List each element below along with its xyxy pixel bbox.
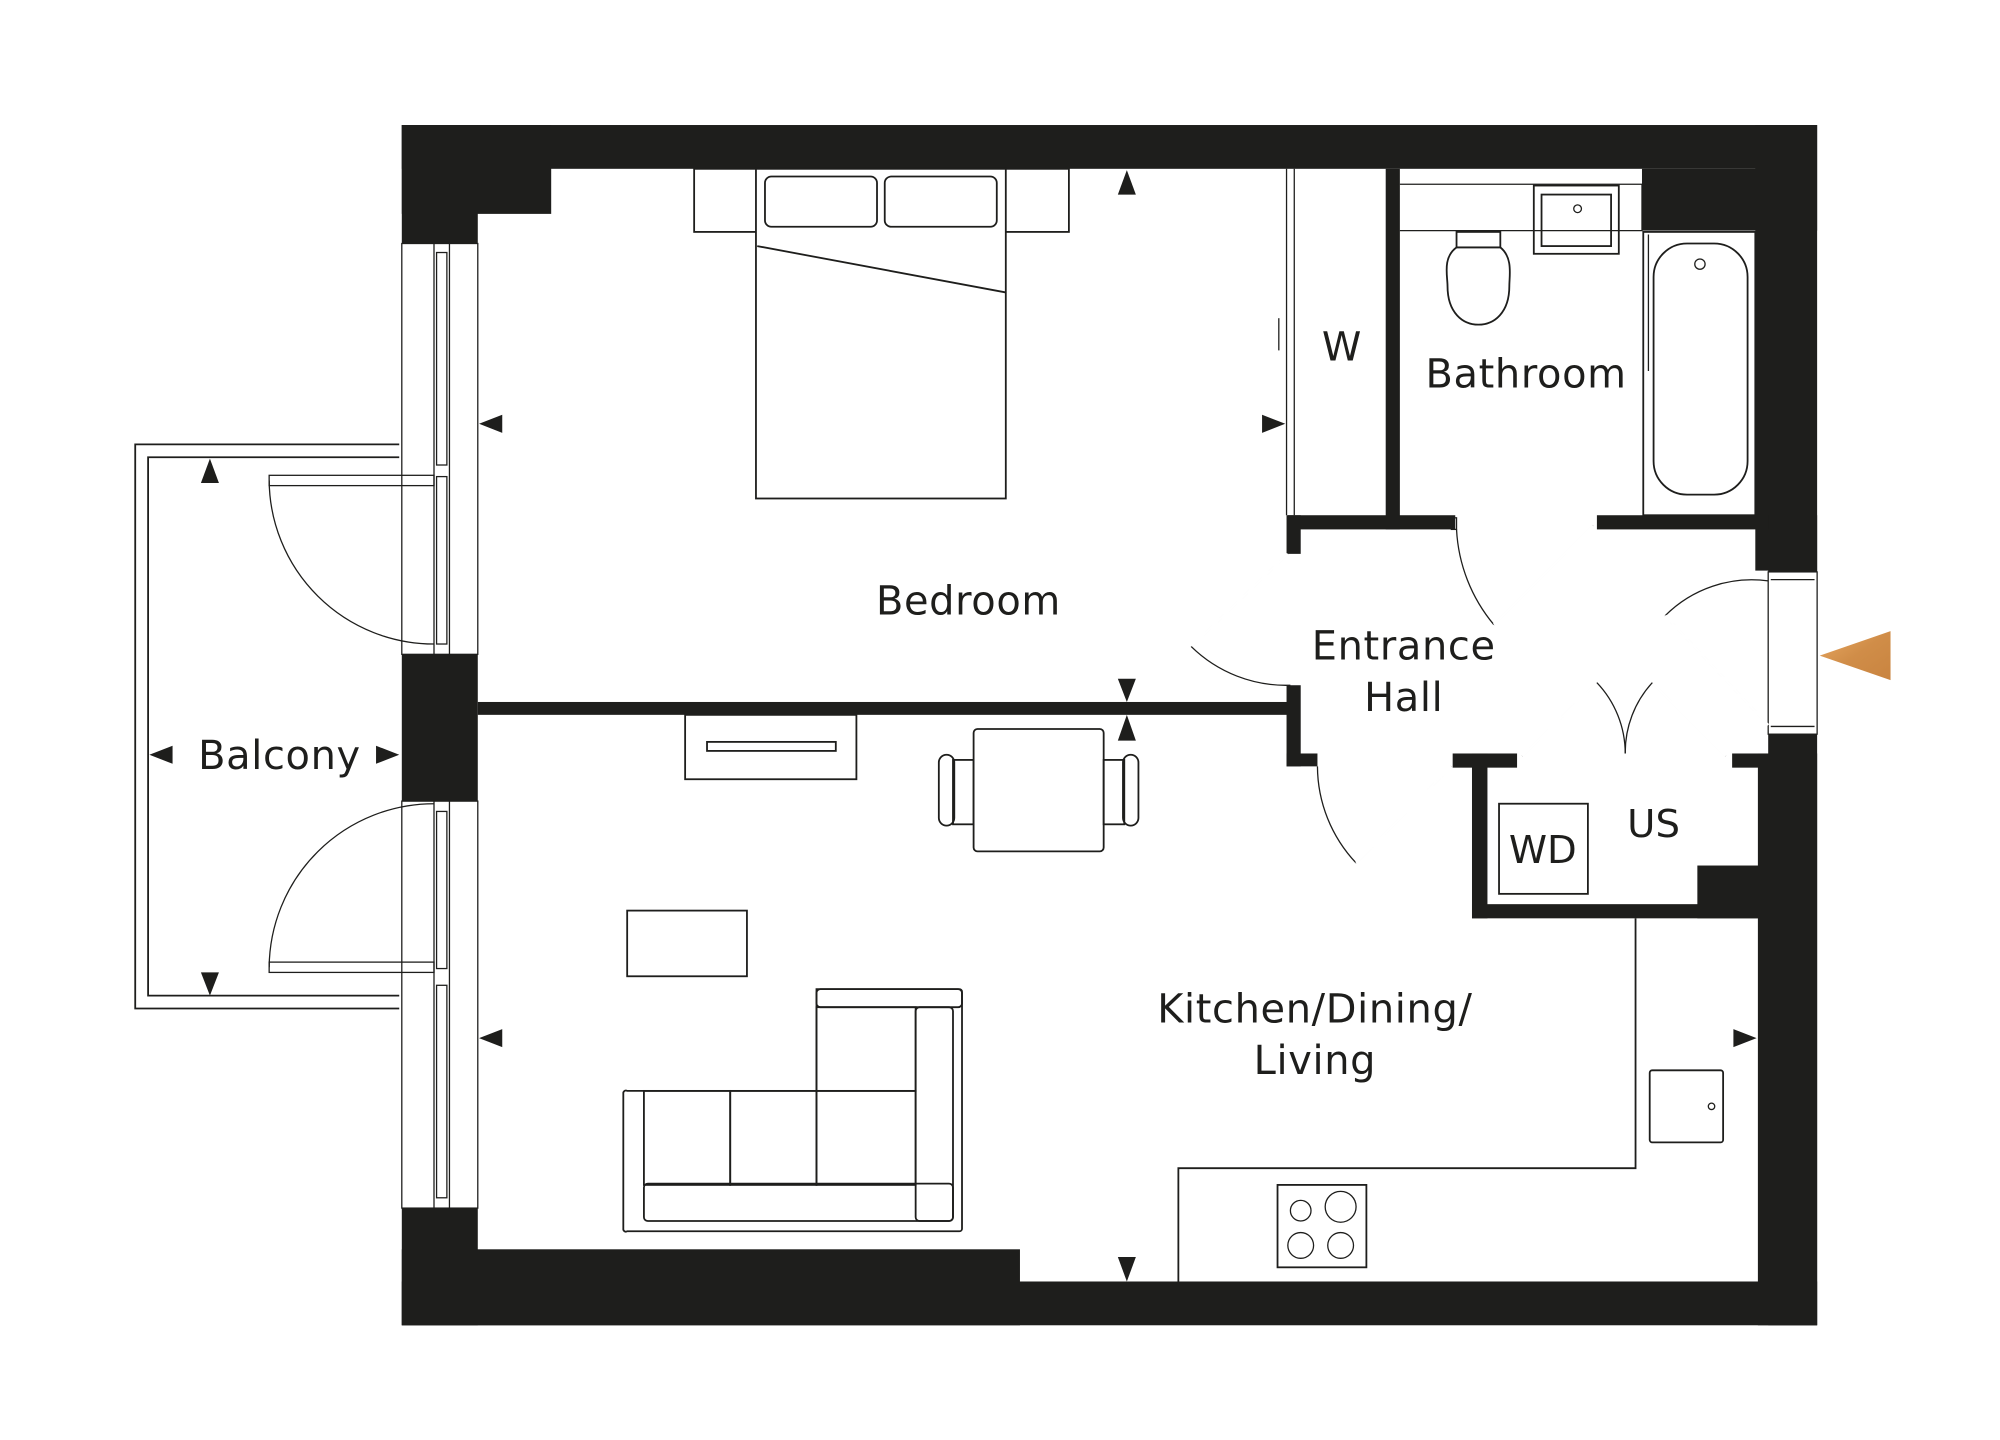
hall-doors (1190, 517, 1818, 864)
dimension-arrow-icon (1117, 678, 1136, 702)
dimension-arrow-icon (1733, 1029, 1757, 1048)
interior-walls (477, 168, 1769, 919)
kitchen-label-line1: Kitchen/Dining/ (1157, 987, 1472, 1033)
sofa (622, 988, 963, 1233)
entrance-hall-label-line2: Hall (1364, 675, 1443, 721)
dimension-arrow-icon (1262, 414, 1286, 433)
bedroom-label: Bedroom (876, 578, 1061, 624)
dimension-arrow-icon (1117, 170, 1136, 195)
bathroom-fixtures (1399, 183, 1757, 517)
wardrobe-label: W (1322, 325, 1362, 371)
balcony-label: Balcony (198, 733, 361, 779)
balcony (134, 443, 435, 1010)
bed (693, 167, 1070, 500)
tv-unit (684, 713, 858, 781)
dimension-arrow-icon (479, 414, 503, 433)
dimension-arrow-icon (479, 1029, 503, 1048)
window-living (401, 800, 479, 1209)
exterior-walls (401, 125, 1818, 1326)
dimension-arrow-icon (1117, 1257, 1136, 1282)
bathroom-label: Bathroom (1426, 352, 1627, 398)
entrance-hall-label-line1: Entrance (1312, 623, 1496, 669)
entrance-marker-icon (1819, 631, 1891, 681)
window-bedroom (401, 242, 479, 655)
kitchen-label-line2: Living (1254, 1038, 1377, 1084)
dimension-arrow-icon (1117, 714, 1136, 741)
kitchen-counter (1177, 918, 1725, 1282)
wardrobe (1278, 168, 1295, 516)
washer-dryer (1498, 802, 1589, 895)
utility-store-label: US (1627, 802, 1680, 847)
coffee-table (626, 909, 748, 978)
washer-dryer-label: WD (1509, 828, 1577, 873)
dining-table (937, 728, 1140, 853)
